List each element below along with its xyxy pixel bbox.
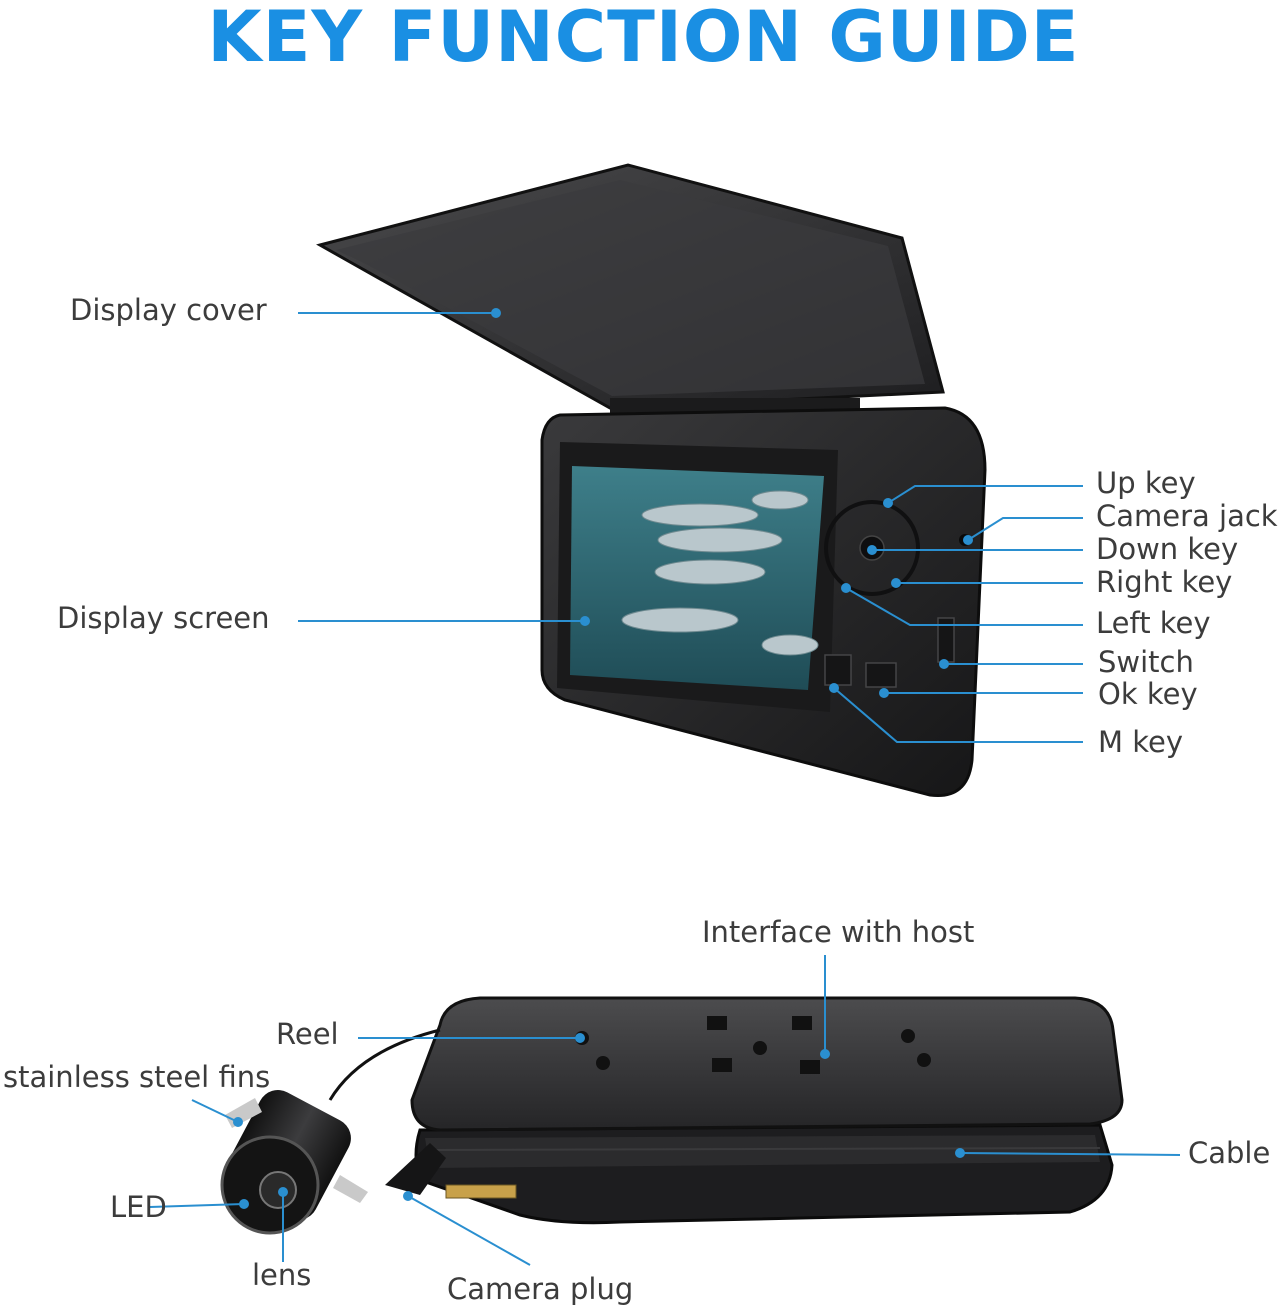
label-switch: Switch <box>1098 645 1194 679</box>
label-display-cover: Display cover <box>70 293 267 327</box>
label-cable: Cable <box>1188 1136 1271 1170</box>
reel-top-plate <box>410 996 1124 1132</box>
label-right-key: Right key <box>1096 565 1233 599</box>
reel-device <box>220 996 1124 1235</box>
page-title: KEY FUNCTION GUIDE <box>207 0 1080 78</box>
label-camera-jack: Camera jack <box>1096 499 1278 533</box>
label-m-key: M key <box>1098 725 1184 759</box>
label-up-key: Up key <box>1096 466 1196 500</box>
label-reel: Reel <box>276 1017 339 1051</box>
label-down-key: Down key <box>1096 532 1239 566</box>
label-stainless-steel-fins: stainless steel fins <box>3 1060 271 1094</box>
label-camera-plug: Camera plug <box>447 1272 634 1306</box>
label-interface-with-host: Interface with host <box>702 915 975 949</box>
underwater-camera <box>220 1090 368 1235</box>
label-ok-key: Ok key <box>1098 677 1198 711</box>
fish-school <box>621 490 819 656</box>
leader-lines <box>149 308 1181 1266</box>
label-left-key: Left key <box>1096 606 1211 640</box>
label-lens: lens <box>252 1258 312 1292</box>
label-led: LED <box>110 1190 167 1224</box>
label-display-screen: Display screen <box>57 601 270 635</box>
monitor-device <box>316 163 987 798</box>
